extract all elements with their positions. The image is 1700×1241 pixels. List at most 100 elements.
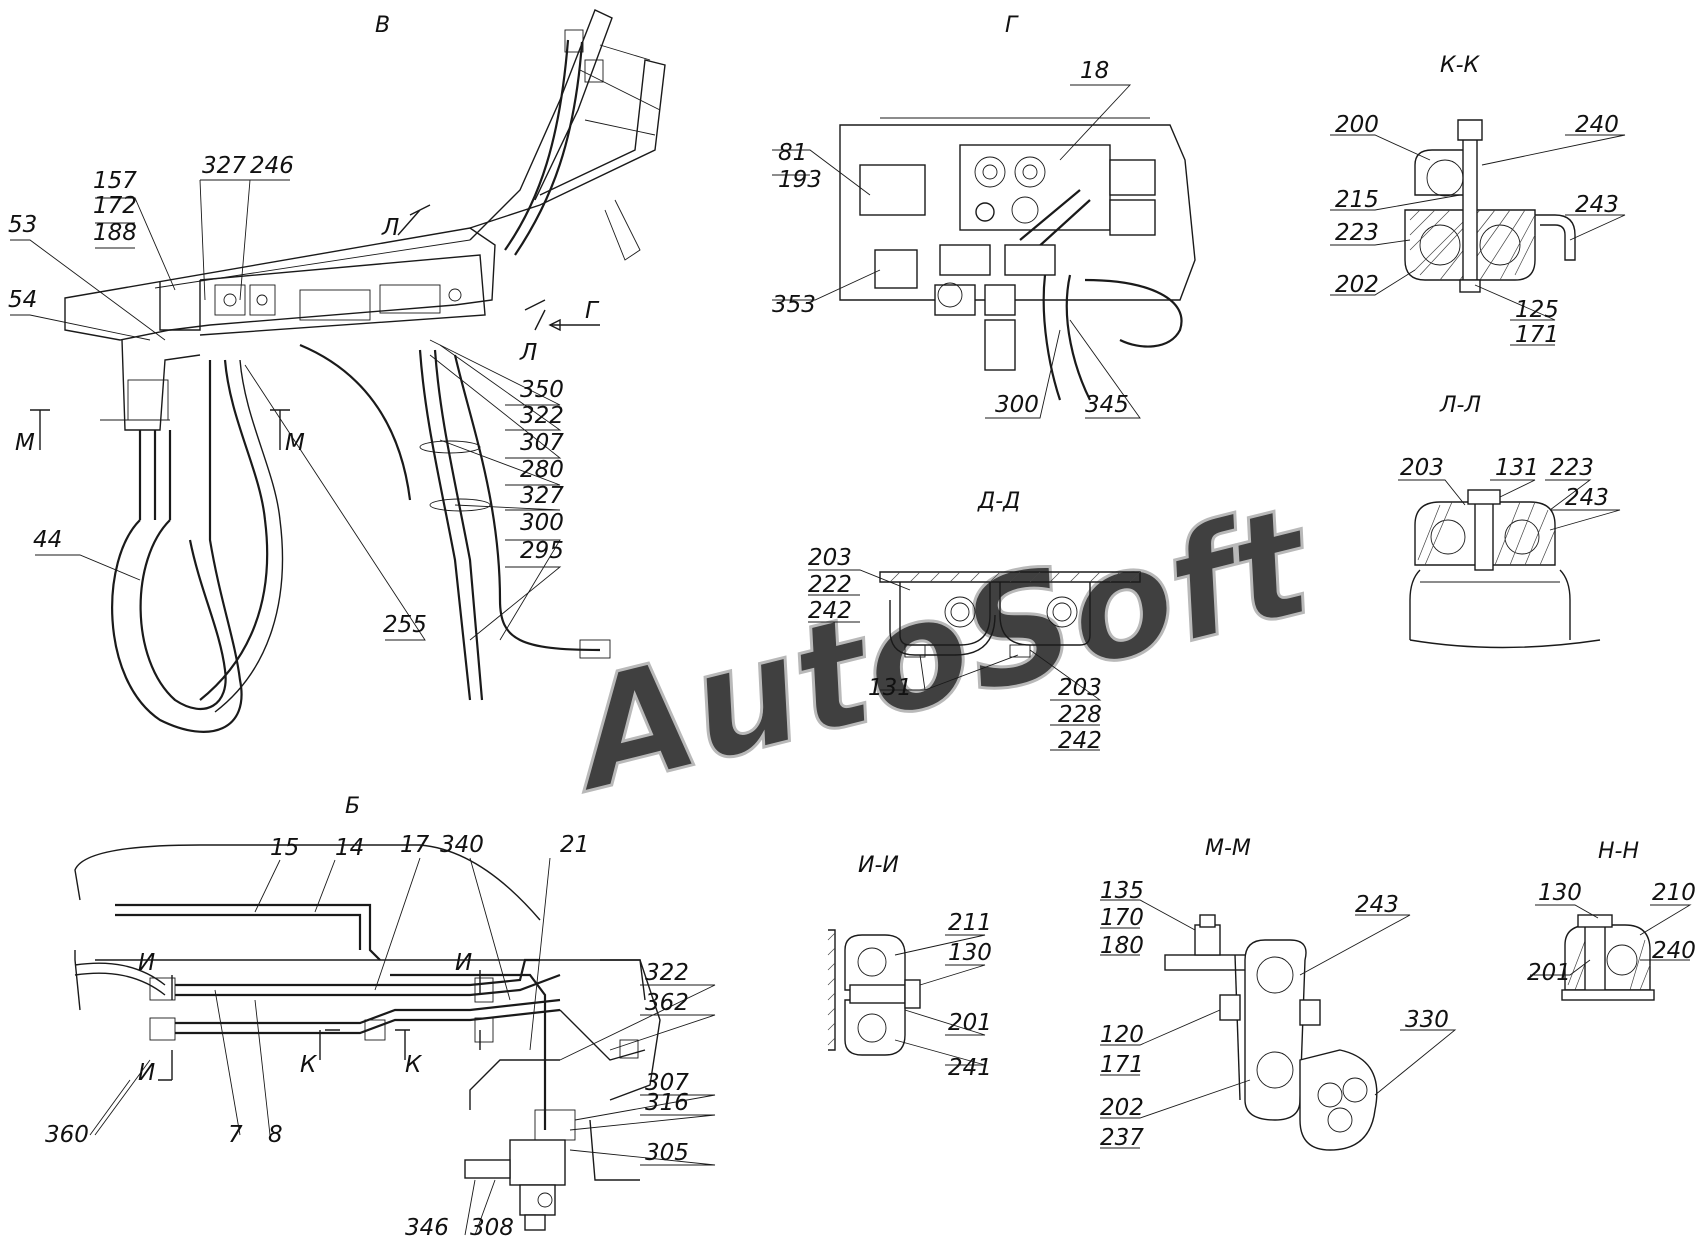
callout-170: 170 bbox=[1100, 905, 1144, 931]
callout-345: 345 bbox=[1085, 392, 1129, 418]
section-mark-l-2: Л bbox=[519, 340, 537, 366]
view-title-mm: М-М bbox=[1205, 836, 1251, 861]
section-mark-l-1: Л bbox=[381, 215, 399, 241]
callout-131-dd: 131 bbox=[868, 675, 912, 701]
callout-300-g: 300 bbox=[995, 392, 1039, 418]
view-b: Б И И И К bbox=[45, 794, 716, 1241]
callout-202-mm: 202 bbox=[1100, 1095, 1144, 1121]
callout-54: 54 bbox=[8, 287, 37, 313]
callout-362: 362 bbox=[645, 990, 689, 1016]
callout-180: 180 bbox=[1100, 933, 1144, 959]
section-mark-k-2: К bbox=[405, 1052, 423, 1078]
callout-201-nn: 201 bbox=[1527, 960, 1571, 986]
callout-340: 340 bbox=[440, 832, 484, 858]
view-title-ll: Л-Л bbox=[1439, 393, 1481, 418]
callout-44: 44 bbox=[33, 527, 62, 553]
callout-242-dd-2: 242 bbox=[1058, 728, 1102, 754]
callout-346: 346 bbox=[405, 1215, 449, 1241]
section-mark-i-3: И bbox=[455, 950, 472, 976]
callout-241: 241 bbox=[948, 1055, 992, 1081]
callout-280: 280 bbox=[520, 457, 564, 483]
callout-350: 350 bbox=[520, 377, 564, 403]
callout-7: 7 bbox=[228, 1122, 243, 1148]
callout-157: 157 bbox=[93, 168, 137, 194]
view-title-ii: И-И bbox=[858, 853, 899, 878]
section-mark-i-2: И bbox=[138, 1060, 155, 1086]
callout-353: 353 bbox=[772, 292, 816, 318]
callout-305: 305 bbox=[645, 1140, 689, 1166]
callout-215: 215 bbox=[1335, 187, 1379, 213]
view-title-b: Б bbox=[345, 794, 360, 819]
callout-243-kk: 243 bbox=[1575, 192, 1619, 218]
view-g: Г 81 193 18 353 300 345 bbox=[772, 13, 1196, 419]
callout-223-kk: 223 bbox=[1335, 220, 1379, 246]
callout-203-dd-1: 203 bbox=[808, 545, 852, 571]
callout-243-mm: 243 bbox=[1355, 892, 1399, 918]
callout-300: 300 bbox=[520, 510, 564, 536]
callout-322: 322 bbox=[520, 403, 564, 429]
view-kk: К-К 200 240 215 223 243 202 125 171 bbox=[1330, 53, 1626, 348]
section-mark-i-1: И bbox=[138, 950, 155, 976]
watermark: AutoSoft bbox=[550, 474, 1330, 827]
section-mark-g: Г bbox=[585, 298, 600, 324]
callout-307: 307 bbox=[520, 430, 564, 456]
view-ll: Л-Л 203 131 223 243 bbox=[1398, 393, 1621, 649]
callout-201-ii: 201 bbox=[948, 1010, 992, 1036]
section-mark-m-1: М bbox=[15, 430, 35, 456]
callout-330: 330 bbox=[1405, 1007, 1449, 1033]
callout-130-ii: 130 bbox=[948, 940, 992, 966]
callout-228: 228 bbox=[1058, 702, 1102, 728]
callout-202-kk: 202 bbox=[1335, 272, 1379, 298]
callout-193: 193 bbox=[778, 167, 822, 193]
view-title-v: В bbox=[375, 13, 390, 38]
callout-237: 237 bbox=[1100, 1125, 1144, 1151]
section-mark-k-1: К bbox=[300, 1052, 318, 1078]
callout-295: 295 bbox=[520, 538, 564, 564]
callout-120: 120 bbox=[1100, 1022, 1144, 1048]
callout-307-b: 307 bbox=[645, 1070, 689, 1096]
callout-316: 316 bbox=[645, 1090, 689, 1116]
view-title-g: Г bbox=[1005, 13, 1019, 38]
callout-360: 360 bbox=[45, 1122, 89, 1148]
callout-240-nn: 240 bbox=[1652, 938, 1696, 964]
callout-125: 125 bbox=[1515, 297, 1559, 323]
view-ii: И-И 211 130 201 241 bbox=[827, 853, 992, 1081]
callout-243-ll: 243 bbox=[1565, 485, 1609, 511]
callout-81: 81 bbox=[778, 140, 807, 166]
callout-223-ll: 223 bbox=[1550, 455, 1594, 481]
callout-200: 200 bbox=[1335, 112, 1379, 138]
callout-203-ll: 203 bbox=[1400, 455, 1444, 481]
callout-8: 8 bbox=[268, 1122, 283, 1148]
callout-255: 255 bbox=[383, 612, 427, 638]
view-mm: М-М 135 170 180 243 120 171 202 237 330 bbox=[1100, 836, 1457, 1151]
callout-327-top: 327 bbox=[202, 153, 246, 179]
callout-53: 53 bbox=[8, 212, 37, 238]
view-nn: Н-Н 130 210 201 240 bbox=[1527, 839, 1696, 1001]
callout-188: 188 bbox=[93, 220, 137, 246]
view-title-dd: Д-Д bbox=[977, 489, 1020, 514]
callout-210: 210 bbox=[1652, 880, 1696, 906]
callout-14: 14 bbox=[335, 835, 364, 861]
view-v: В bbox=[8, 9, 666, 733]
callout-15: 15 bbox=[270, 835, 299, 861]
callout-322-b: 322 bbox=[645, 960, 689, 986]
callout-242-dd-1: 242 bbox=[808, 598, 852, 624]
callout-131-ll: 131 bbox=[1495, 455, 1539, 481]
callout-211: 211 bbox=[948, 910, 992, 936]
callout-130-nn: 130 bbox=[1538, 880, 1582, 906]
callout-171-mm: 171 bbox=[1100, 1052, 1144, 1078]
callout-327-bottom: 327 bbox=[520, 483, 564, 509]
view-dd: Д-Д 203 222 242 131 203 228 242 bbox=[808, 489, 1141, 754]
view-title-kk: К-К bbox=[1440, 53, 1481, 78]
callout-18: 18 bbox=[1080, 58, 1109, 84]
callout-172: 172 bbox=[93, 193, 137, 219]
callout-246: 246 bbox=[250, 153, 294, 179]
callout-21: 21 bbox=[560, 832, 589, 858]
callout-171-kk: 171 bbox=[1515, 322, 1559, 348]
callout-222: 222 bbox=[808, 572, 852, 598]
callout-135: 135 bbox=[1100, 878, 1144, 904]
callout-17: 17 bbox=[400, 832, 430, 858]
view-title-nn: Н-Н bbox=[1598, 839, 1639, 864]
callout-308: 308 bbox=[470, 1215, 514, 1241]
callout-203-dd-2: 203 bbox=[1058, 675, 1102, 701]
